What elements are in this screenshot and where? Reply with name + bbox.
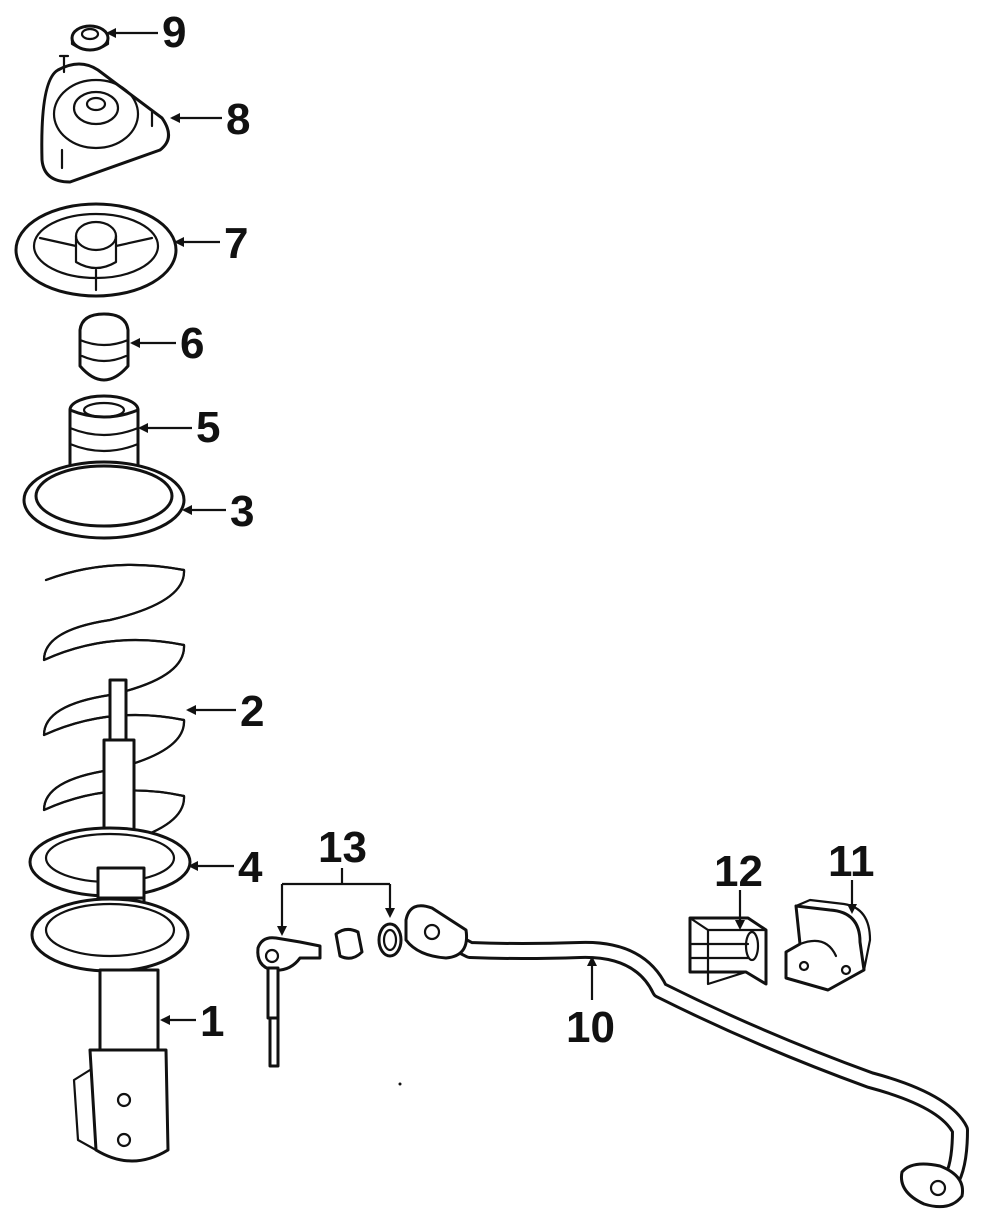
part-6-bump-stop <box>78 312 130 382</box>
stray-dot <box>398 1082 402 1086</box>
callout-3: 3 <box>230 487 254 536</box>
leader-4 <box>188 861 234 871</box>
leader-1 <box>160 1015 196 1025</box>
leader-8 <box>170 113 222 123</box>
part-9-nut <box>70 24 110 52</box>
leader-2 <box>186 705 236 715</box>
part-12-bushing <box>688 916 768 986</box>
callout-4: 4 <box>238 843 263 892</box>
callout-1: 1 <box>200 997 224 1046</box>
part-11-clamp <box>784 898 872 992</box>
part-7-spring-seat <box>14 202 178 298</box>
leader-5 <box>138 423 192 433</box>
leader-3 <box>182 505 226 515</box>
leader-7 <box>174 237 220 247</box>
callout-12: 12 <box>714 847 763 896</box>
leader-13 <box>277 868 395 936</box>
callout-2: 2 <box>240 687 264 736</box>
callout-8: 8 <box>226 95 250 144</box>
leader-9 <box>106 28 158 38</box>
callout-6: 6 <box>180 319 204 368</box>
part-4-spring-seat <box>28 826 192 900</box>
callout-13: 13 <box>318 823 367 872</box>
part-3-insulator <box>22 460 186 540</box>
callout-11: 11 <box>828 837 875 886</box>
callout-9: 9 <box>162 8 186 57</box>
leader-11 <box>847 880 857 914</box>
part-2-coil-spring <box>42 563 186 848</box>
part-1-strut <box>30 678 190 1163</box>
leader-10 <box>587 956 597 1000</box>
part-13-stabilizer-link <box>256 922 403 1068</box>
callout-7: 7 <box>224 219 248 268</box>
callout-5: 5 <box>196 403 220 452</box>
part-8-upper-mount <box>40 54 170 184</box>
callout-10: 10 <box>566 1003 615 1052</box>
leader-12 <box>735 890 745 930</box>
leader-6 <box>130 338 176 348</box>
part-10-stabilizer-bar <box>404 904 969 1209</box>
